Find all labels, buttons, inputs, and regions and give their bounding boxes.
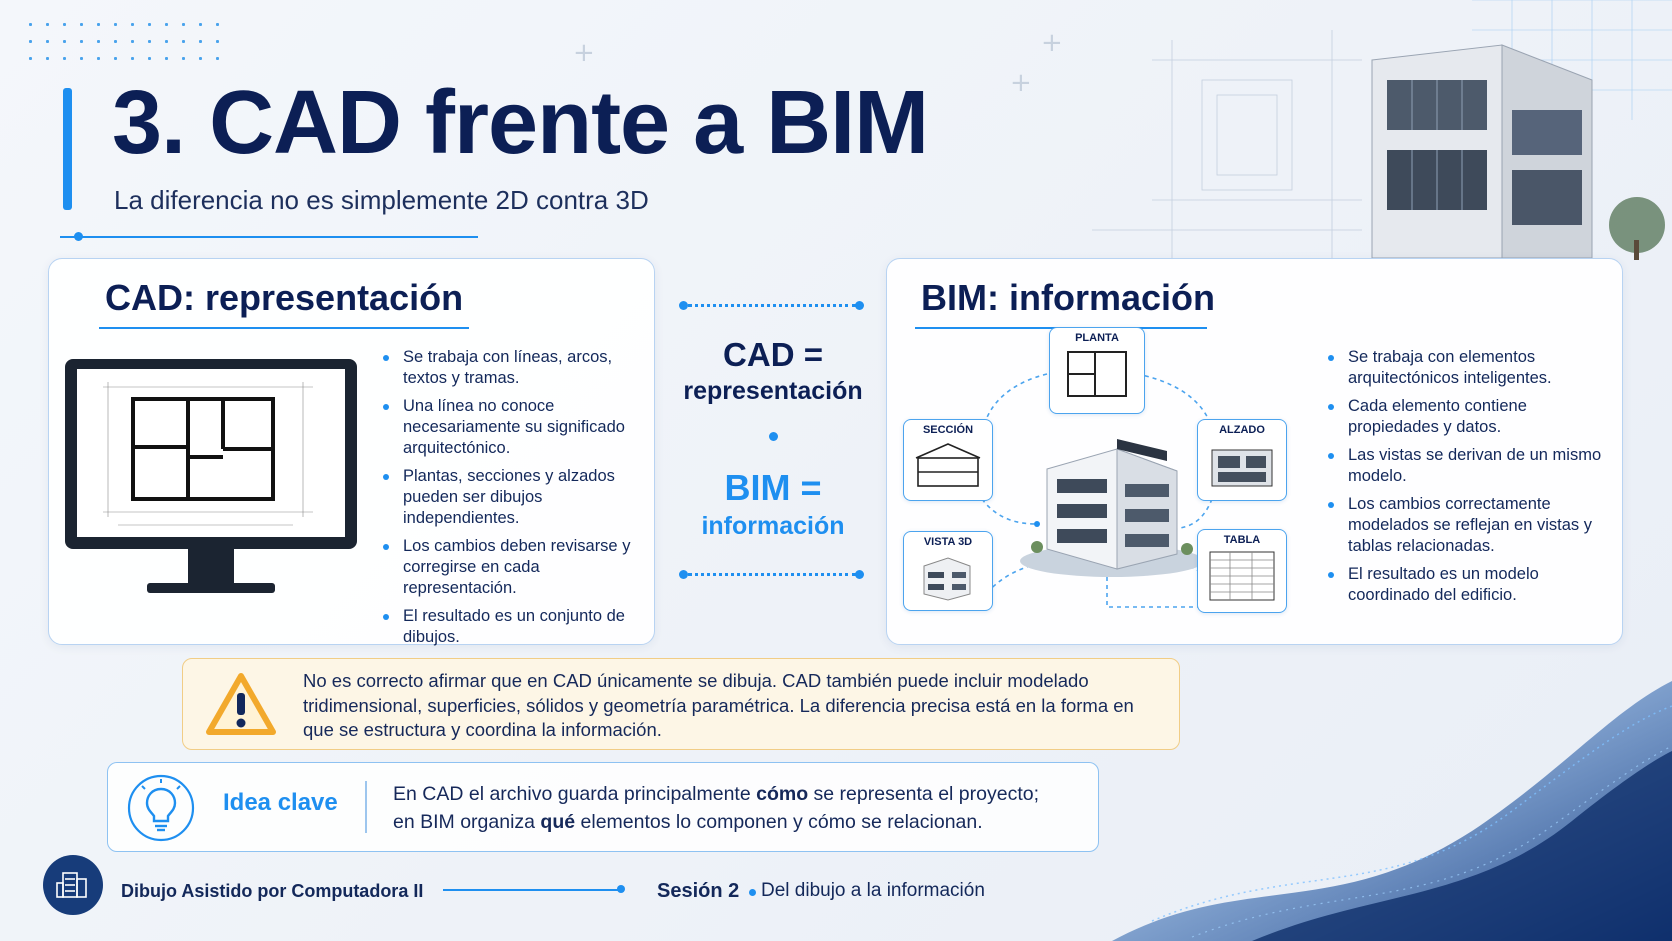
center-separator-dot	[769, 432, 778, 441]
session-title: Del dibujo a la información	[761, 880, 985, 901]
key-idea-text: En CAD el archivo guarda principalmente …	[393, 780, 1093, 836]
list-item: Una línea no conoce necesariamente su si…	[379, 396, 644, 459]
key-idea-emphasis: qué	[540, 811, 576, 833]
key-idea-text-part: En CAD el archivo guarda principalmente	[393, 783, 757, 805]
bim-equals-label: BIM =	[724, 467, 822, 508]
list-item: Los cambios correctamente modelados se r…	[1324, 494, 1614, 557]
alzado-thumbnail-icon	[1211, 449, 1273, 487]
footer-bullet-dot	[749, 889, 756, 896]
bim-equals-value: información	[701, 512, 845, 540]
view-tabla-label: TABLA	[1223, 534, 1261, 546]
bim-bullet-list: Se trabaja con elementos arquitectónicos…	[1324, 347, 1614, 613]
planta-thumbnail-icon	[1067, 351, 1127, 397]
view-alzado: ALZADO	[1197, 419, 1287, 501]
view-tabla: TABLA	[1197, 529, 1287, 613]
key-idea-callout: Idea clave En CAD el archivo guarda prin…	[107, 762, 1099, 852]
warning-text: No es correcto afirmar que en CAD únicam…	[303, 670, 1134, 740]
key-idea-text-part: elementos lo componen y cómo se relacion…	[575, 811, 983, 833]
dotted-connector-top	[688, 304, 856, 307]
bim-model-illustration	[1020, 439, 1204, 577]
plus-decoration: +	[573, 38, 595, 68]
title-accent-bar	[63, 88, 72, 210]
title-underline-dot	[74, 232, 83, 241]
view-seccion-label: SECCIÓN	[922, 424, 974, 436]
list-item: El resultado es un modelo coordinado del…	[1324, 564, 1614, 606]
building-icon	[56, 872, 87, 898]
bim-panel-title: BIM: información	[921, 277, 1215, 318]
connector-dot	[855, 570, 864, 579]
plus-decoration: +	[1041, 28, 1063, 58]
key-idea-label: Idea clave	[223, 789, 338, 816]
list-item: El resultado es un conjunto de dibujos.	[379, 606, 644, 648]
connector-dot	[679, 301, 688, 310]
key-idea-separator	[365, 781, 367, 833]
view-alzado-label: ALZADO	[1219, 424, 1265, 436]
view-seccion: SECCIÓN	[903, 419, 993, 501]
building-background-illustration	[1092, 0, 1672, 260]
vista3d-thumbnail-icon	[923, 557, 971, 601]
page-title: 3. CAD frente a BIM	[112, 73, 929, 173]
course-name: Dibujo Asistido por Computadora II	[121, 881, 424, 901]
view-vista3d-label: VISTA 3D	[923, 536, 973, 548]
connector-dot	[855, 301, 864, 310]
course-logo	[43, 855, 103, 915]
key-idea-emphasis: cómo	[756, 783, 809, 805]
title-underline	[60, 236, 478, 238]
wave-background-decoration	[1112, 681, 1672, 941]
page-subtitle: La diferencia no es simplemente 2D contr…	[114, 185, 649, 215]
view-vista3d: VISTA 3D	[903, 531, 993, 611]
list-item: Se trabaja con elementos arquitectónicos…	[1324, 347, 1614, 389]
list-item: Se trabaja con líneas, arcos, textos y t…	[379, 347, 644, 389]
lightbulb-icon	[127, 774, 195, 842]
view-planta: PLANTA	[1049, 327, 1145, 414]
key-idea-text-part: en BIM organiza	[393, 811, 541, 833]
dotted-connector-bottom	[688, 573, 856, 576]
key-idea-text-part: se representa el proyecto;	[808, 783, 1040, 805]
decorative-dot-grid	[22, 16, 222, 61]
connector-dot	[679, 570, 688, 579]
plus-decoration: +	[1010, 68, 1032, 98]
list-item: Los cambios deben revisarse y corregirse…	[379, 536, 644, 599]
cad-bullet-list: Se trabaja con líneas, arcos, textos y t…	[379, 347, 644, 655]
view-planta-label: PLANTA	[1075, 332, 1119, 344]
cad-panel: CAD: representación Se trabaja con línea…	[48, 258, 655, 646]
footer-rule	[443, 889, 621, 891]
list-item: Plantas, secciones y alzados pueden ser …	[379, 466, 644, 529]
warning-icon	[206, 673, 276, 735]
cad-equals-value: representación	[683, 377, 863, 405]
tabla-thumbnail-icon	[1209, 551, 1275, 601]
cad-title-underline	[99, 327, 469, 329]
list-item: Las vistas se derivan de un mismo modelo…	[1324, 445, 1614, 487]
cad-panel-title: CAD: representación	[105, 277, 464, 318]
warning-callout: No es correcto afirmar que en CAD únicam…	[182, 658, 1180, 750]
monitor-floorplan-illustration	[65, 359, 357, 593]
bim-panel: BIM: información PLAN	[886, 258, 1623, 645]
seccion-thumbnail-icon	[915, 443, 981, 487]
list-item: Cada elemento contiene propiedades y dat…	[1324, 396, 1614, 438]
session-number: Sesión 2	[657, 880, 740, 902]
footer-rule-dot	[617, 885, 625, 893]
cad-equals-label: CAD =	[723, 336, 823, 373]
